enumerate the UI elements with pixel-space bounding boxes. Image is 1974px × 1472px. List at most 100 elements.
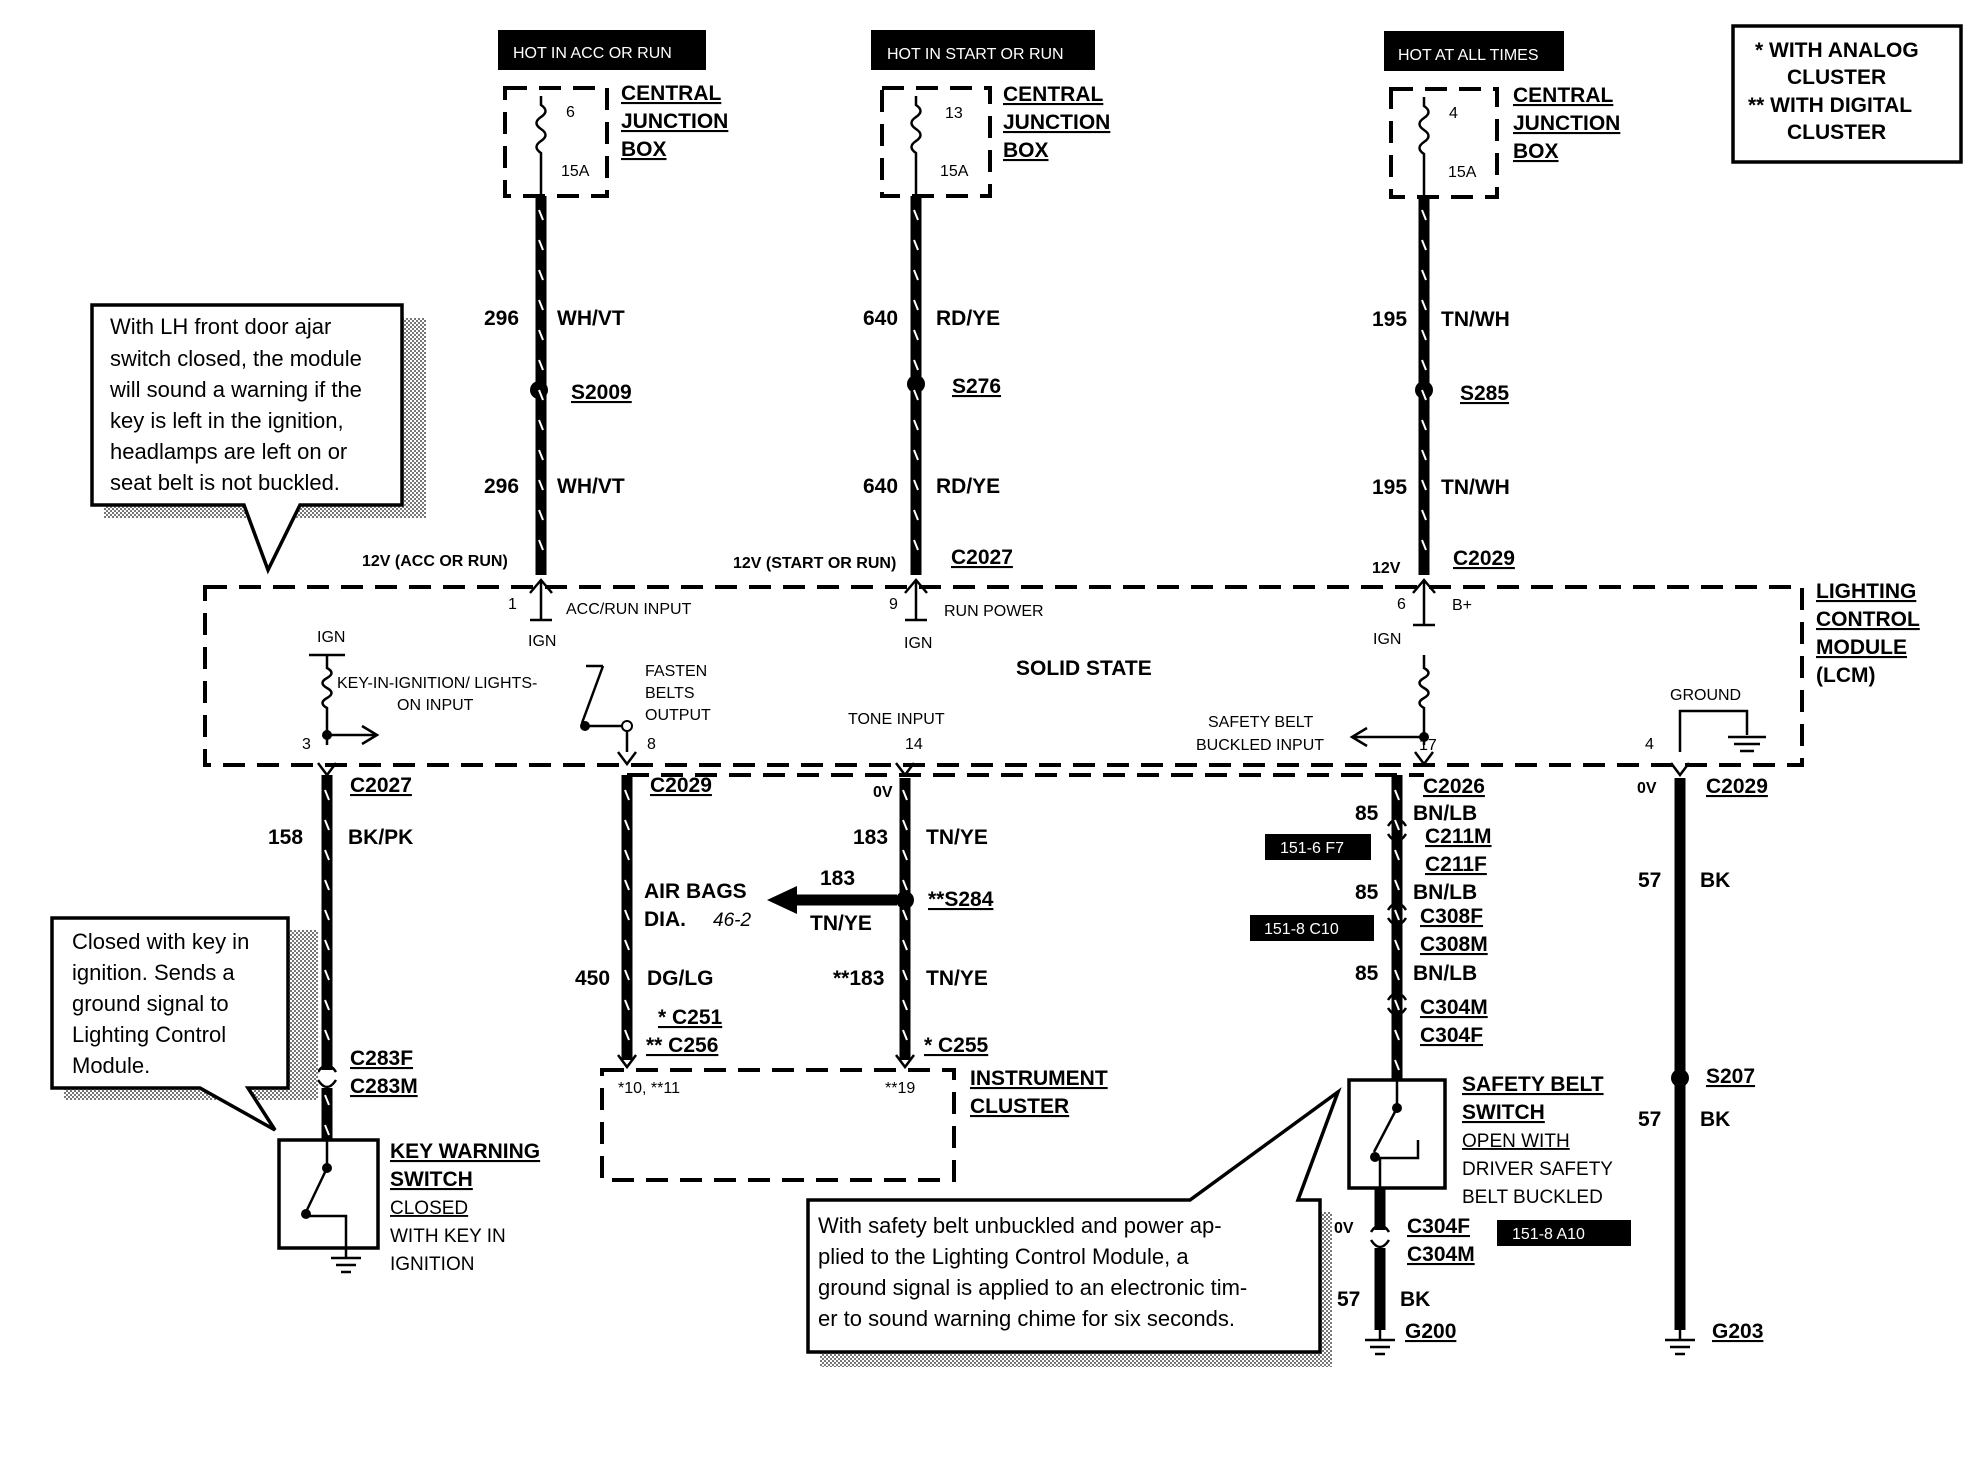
wire-stripe-mark: [913, 449, 919, 461]
fuse-header-bg: [498, 30, 706, 70]
wire-stripe-mark: [538, 329, 544, 341]
wire-circuit-number: 85: [1355, 881, 1379, 904]
wire-stripe-mark: [1394, 999, 1400, 1011]
note-line: Lighting Control: [72, 1022, 226, 1047]
connector-label: C2027: [951, 546, 1013, 569]
wire-circuit-number: 57: [1337, 1288, 1360, 1311]
wire-stripe-mark: [913, 269, 919, 281]
wire-stripe-mark: [324, 1029, 330, 1041]
wire-color-code: BN/LB: [1413, 802, 1477, 825]
wire-circuit-number: 85: [1355, 962, 1379, 985]
wire-color-code: TN/YE: [926, 826, 988, 849]
fuse-number: 13: [945, 105, 963, 122]
pin-ign-label: IGN: [1373, 631, 1401, 648]
voltage-label: 12V (START OR RUN): [733, 555, 896, 572]
wire-stripe-mark: [624, 789, 630, 801]
wire-stripe-mark: [538, 509, 544, 521]
wire-stripe-mark: [1421, 209, 1427, 221]
branch-ref: 46-2: [713, 910, 751, 931]
voltage-label: 12V (ACC OR RUN): [362, 553, 508, 570]
wire-stripe-mark: [913, 509, 919, 521]
wire-stripe-mark: [538, 239, 544, 251]
pin-label: OUTPUT: [645, 707, 711, 724]
ground-symbol-icon: [1678, 709, 1766, 753]
pin-label: GROUND: [1670, 687, 1741, 704]
splice-label: S207: [1706, 1065, 1755, 1088]
wire-color-code: BK: [1400, 1288, 1430, 1311]
fasten-belts-circuit: C2029 AIR BAGS DIA. 46-2 450 DG/LG * C25…: [575, 751, 751, 1070]
wire-circuit-number: 57: [1638, 869, 1661, 892]
splice-dot: [1415, 381, 1433, 399]
wire-stripe-mark: [538, 209, 544, 221]
switch-label: BELT BUCKLED: [1462, 1187, 1603, 1208]
fuse-label-1: CENTRAL: [1513, 84, 1613, 107]
note-line: plied to the Lighting Control Module, a: [818, 1244, 1189, 1269]
wire-stripe-mark: [1394, 849, 1400, 861]
ref-badge-text: 151-8 C10: [1264, 921, 1339, 938]
voltage-label: 0V: [873, 784, 893, 801]
legend-line-1: * WITH ANALOG: [1755, 39, 1919, 62]
fuse-label-3: BOX: [621, 138, 667, 161]
wire-stripe-mark: [1394, 1029, 1400, 1041]
fuse-label-1: CENTRAL: [621, 82, 721, 105]
wire-circuit-number: 85: [1355, 802, 1379, 825]
voltage-label: 12V: [1372, 560, 1401, 577]
fuse-header-text: HOT IN ACC OR RUN: [513, 45, 672, 62]
wire-stripe-mark: [913, 359, 919, 371]
fuse-rating: 15A: [561, 163, 590, 180]
pin-6-input-icon: [1412, 578, 1436, 627]
pin-label: BELTS: [645, 685, 695, 702]
connector-label: C211M: [1425, 825, 1492, 848]
wire-circuit-number: 450: [575, 967, 610, 990]
safety-belt-circuit: C2026 85 BN/LB 151-6 F7 C211M C211F 85 B…: [1250, 751, 1631, 1356]
wire-circuit-number: 296: [484, 475, 519, 498]
switch-label: KEY WARNING: [390, 1140, 540, 1163]
wire-color-code: TN/YE: [926, 967, 988, 990]
ref-badge: [1497, 1220, 1631, 1246]
pin-label: ON INPUT: [397, 697, 474, 714]
connector-label: C308M: [1420, 933, 1488, 956]
pin-label: RUN POWER: [944, 603, 1044, 620]
splice-label: **S284: [928, 888, 994, 911]
connector-label: C2029: [650, 774, 712, 797]
wire-stripe-mark: [538, 479, 544, 491]
switch-label: DRIVER SAFETY: [1462, 1159, 1613, 1180]
wire-stripe-mark: [538, 389, 544, 401]
note-line: ground signal to: [72, 991, 229, 1016]
connector-label: C283M: [350, 1075, 418, 1098]
pin-label: TONE INPUT: [848, 711, 945, 728]
wire-stripe-mark: [624, 849, 630, 861]
pin-ign-label: IGN: [317, 629, 345, 646]
wire-stripe-mark: [538, 449, 544, 461]
splice-dot: [907, 375, 925, 393]
switch-label: IGNITION: [390, 1254, 474, 1275]
connector-label: * C255: [924, 1034, 989, 1057]
note-line: ignition. Sends a: [72, 960, 235, 985]
fuse-block-all-times: HOT AT ALL TIMES 4 15A CENTRAL JUNCTION …: [1384, 31, 1620, 199]
ref-badge: [1265, 834, 1371, 860]
pin-number: 3: [302, 736, 311, 753]
note-line: With safety belt unbuckled and power ap-: [818, 1213, 1222, 1238]
wire-stripe-mark: [913, 539, 919, 551]
splice-dot: [1671, 1069, 1689, 1087]
wire-stripe-mark: [902, 969, 908, 981]
fuse-box-outline: [1389, 87, 1499, 199]
key-in-ignition-input-icon: [309, 653, 380, 746]
wire-stripe-mark: [913, 299, 919, 311]
wire-stripe-mark: [624, 1029, 630, 1041]
wire-color-code: BK: [1700, 1108, 1730, 1131]
ground-symbol-icon: [331, 1248, 361, 1274]
wire-stripe-mark: [913, 389, 919, 401]
wire-stripe-mark: [624, 819, 630, 831]
note-belt-chime: With safety belt unbuckled and power ap-…: [806, 1087, 1342, 1367]
wire-stripe-mark: [1394, 819, 1400, 831]
fuse-rating: 15A: [940, 163, 969, 180]
note-line: key is left in the ignition,: [110, 408, 344, 433]
pin-label: B+: [1452, 597, 1472, 614]
legend-box: * WITH ANALOG CLUSTER ** WITH DIGITAL CL…: [1731, 24, 1963, 164]
wire-stripe-mark: [538, 299, 544, 311]
legend-line-3: ** WITH DIGITAL: [1748, 94, 1912, 117]
wire-stripe-mark: [538, 539, 544, 551]
pin-ign-label: IGN: [904, 635, 932, 652]
